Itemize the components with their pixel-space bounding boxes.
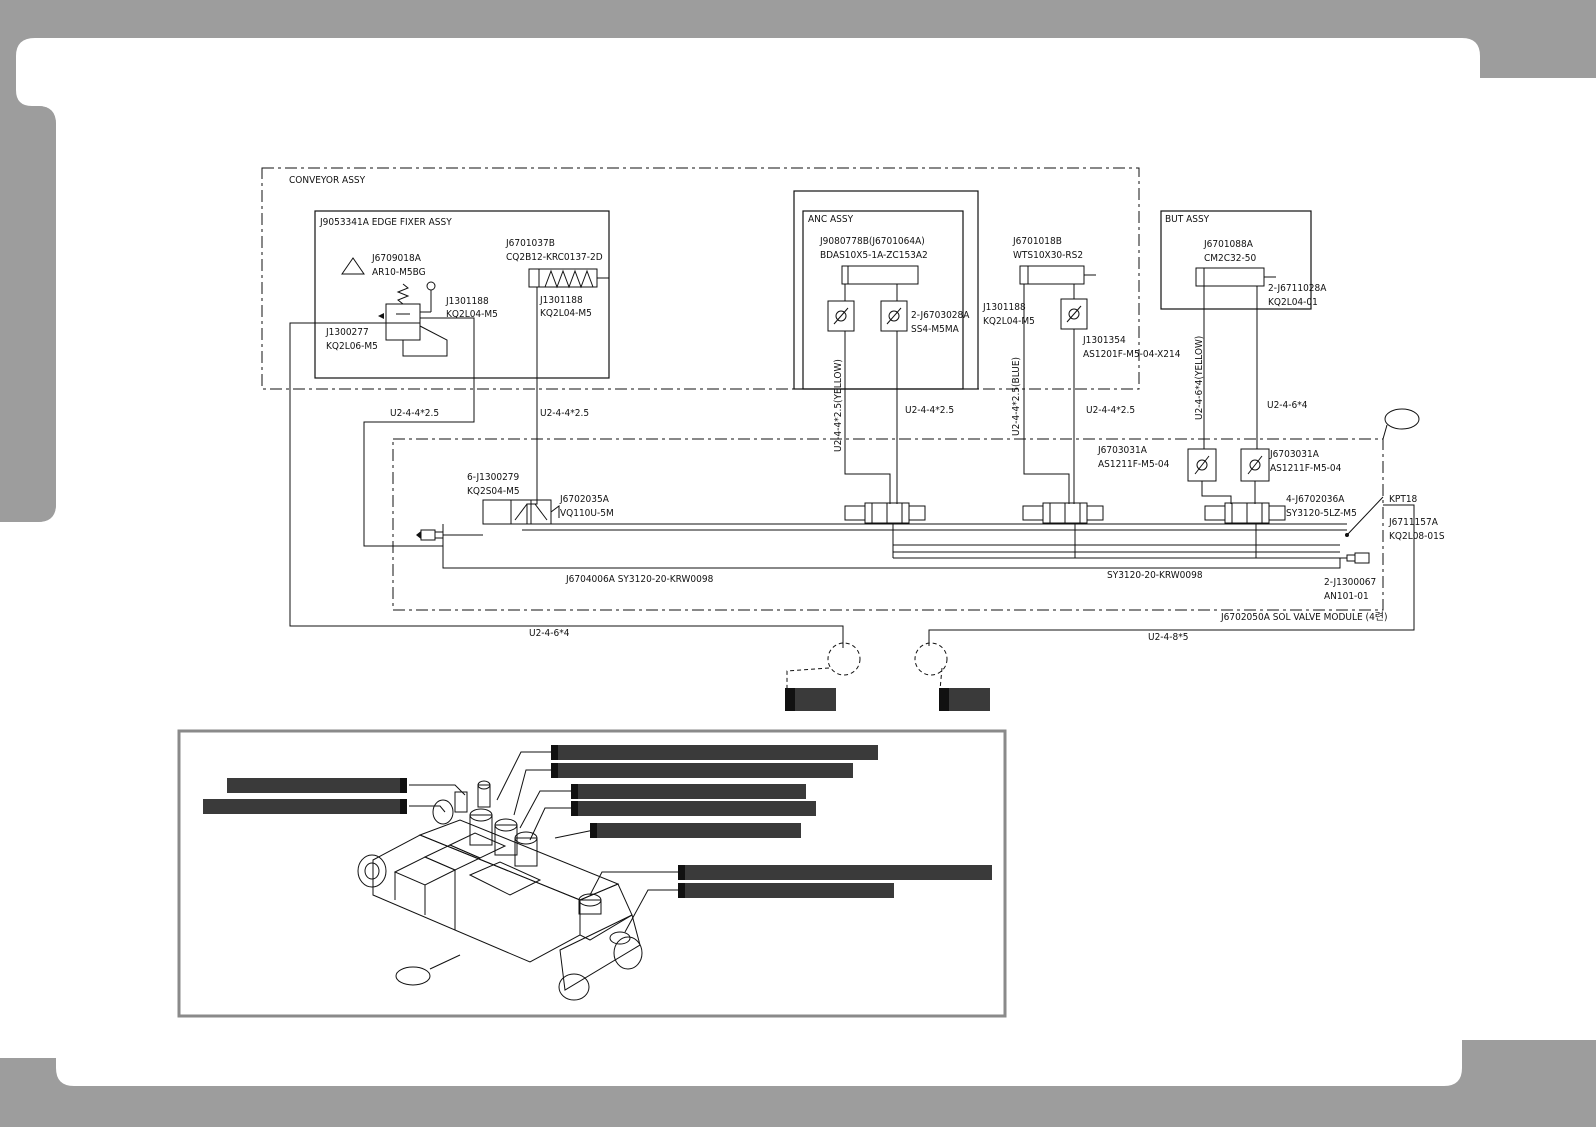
module-speed-controller-1-part-number: J6703031A — [1097, 445, 1148, 456]
regulator-part-number: J6709018A — [371, 253, 422, 264]
tube-label-4: U2-4-4*2.5 — [1086, 405, 1135, 416]
manifold-label-2: SY3120-20-KRW0098 — [1107, 570, 1203, 581]
sy-valve-part-number: 4-J6702036A — [1286, 494, 1345, 505]
valve-manifold-isometric-drawing — [357, 780, 643, 1001]
silencer-part-number: 2-J1300067 — [1324, 577, 1376, 588]
fitting-j1300277: J1300277 — [325, 327, 369, 338]
tube-label-2: U2-4-4*2.5 — [540, 408, 589, 419]
callout-bar-5 — [590, 823, 801, 838]
tube-label-7: U2-4-8*5 — [1148, 632, 1188, 643]
kq2l08-model: KQ2L08-01S — [1389, 531, 1445, 542]
as-j1301354-part-number: J1301354 — [1082, 335, 1126, 346]
fitting-kq2l04-c: KQ2L04-M5 — [983, 316, 1035, 327]
reference-bubble-top — [1384, 408, 1420, 430]
kq2l08-part-number: J6711157A — [1388, 517, 1439, 528]
paper-sheet — [0, 38, 1596, 1086]
sy-valve-symbol-2 — [1022, 502, 1104, 524]
tube-label-3: U2-4-4*2.5 — [905, 405, 954, 416]
regulator-model: AR10-M5BG — [372, 267, 426, 278]
warning-triangle-icon — [341, 257, 365, 275]
edge-fixer-label: J9053341A EDGE FIXER ASSY — [319, 217, 452, 228]
vq-valve-model: VQ110U-5M — [560, 508, 614, 519]
cylinder-1-model: CQ2B12-KRC0137-2D — [506, 252, 603, 263]
anc-cylinder-body — [841, 265, 919, 285]
tube-label-yellow-2: U2-4-6*4(YELLOW) — [1194, 336, 1205, 420]
regulator-spring — [396, 283, 410, 305]
reference-bubble-bottom — [395, 966, 431, 986]
but-assy-label: BUT ASSY — [1165, 214, 1210, 225]
callout-bar-4 — [571, 801, 816, 816]
connection-circle-right — [914, 642, 948, 676]
tube-label-1: U2-4-4*2.5 — [390, 408, 439, 419]
anc-assy-box — [802, 210, 964, 390]
tube-label-yellow-1: U2-4-4*2.5(YELLOW) — [833, 359, 844, 452]
left-tab — [0, 106, 56, 522]
fitting-j1301188-b: J1301188 — [539, 295, 583, 306]
fitting-kq2l04-b: KQ2L04-M5 — [540, 308, 592, 319]
kpt18-label: KPT18 — [1389, 494, 1418, 505]
fitting-kq2l06: KQ2L06-M5 — [326, 341, 378, 352]
but-cylinder-model: CM2C32-50 — [1204, 253, 1256, 264]
redacted-tag-left — [785, 688, 836, 711]
callout-bar-3 — [571, 784, 806, 799]
callout-bar-1 — [551, 745, 878, 760]
fitting-j1301188-c: J1301188 — [982, 302, 1026, 313]
silencer-left — [416, 529, 444, 541]
fitting-kq2l04-a: KQ2L04-M5 — [446, 309, 498, 320]
kq2s-fitting-model: KQ2S04-M5 — [467, 486, 520, 497]
wts-part-number: J6701018B — [1012, 236, 1062, 247]
tube-label-6: U2-4-6*4 — [529, 628, 570, 639]
connection-circle-left — [827, 642, 861, 676]
as-j1301354-model: AS1201F-M5-04-X214 — [1083, 349, 1181, 360]
manifold-label-1: J6704006A SY3120-20-KRW0098 — [565, 574, 714, 585]
tube-label-5: U2-4-6*4 — [1267, 400, 1308, 411]
kq2s-fitting-part-number: 6-J1300279 — [467, 472, 520, 483]
sol-valve-module-label: J6702050A SOL VALVE MODULE (4련) — [1220, 611, 1388, 623]
anc-speed-controller-1 — [827, 300, 855, 332]
redacted-tag-right — [939, 688, 990, 711]
but-cylinder-part-number: J6701088A — [1203, 239, 1254, 250]
but-assy-box — [1160, 210, 1312, 310]
anc-speed-controller-model: SS4-M5MA — [911, 324, 960, 335]
module-speed-controller-2-part-number: J6703031A — [1269, 449, 1320, 460]
silencer-model: AN101-01 — [1324, 591, 1369, 602]
isometric-view-panel — [177, 729, 1007, 1018]
tube-route-regulator — [289, 322, 844, 648]
callout-bar-6 — [678, 865, 992, 880]
edge-fixer-box — [314, 210, 610, 379]
anc-cylinder-model: BDAS10X5-1A-ZC153A2 — [820, 250, 928, 261]
fitting-j1301188-a: J1301188 — [445, 296, 489, 307]
but-fitting-part-number: 2-J6711028A — [1268, 283, 1327, 294]
cylinder-1-part-number: J6701037B — [505, 238, 555, 249]
vq-valve-symbol — [482, 499, 560, 525]
anc-speed-controller-2 — [880, 300, 908, 332]
sol-valve-module-boundary — [392, 438, 1384, 611]
module-speed-controller-1-model: AS1211F-M5-04 — [1098, 459, 1170, 470]
vq-valve-part-number: J6702035A — [559, 494, 610, 505]
callout-bar-7 — [678, 883, 894, 898]
anc-speed-controller-part-number: 2-J6703028A — [911, 310, 970, 321]
anc-assy-label: ANC ASSY — [808, 214, 854, 225]
callout-bar-8 — [227, 778, 407, 793]
anc-cylinder-part-number: J9080778B(J6701064A) — [819, 236, 925, 247]
callout-bar-2 — [551, 763, 853, 778]
but-fitting-model: KQ2L04-01 — [1268, 297, 1318, 308]
sy-valve-model: SY3120-5LZ-M5 — [1286, 508, 1357, 519]
sy-valve-symbol-1 — [844, 502, 926, 524]
tube-label-blue: U2-4-4*2.5(BLUE) — [1011, 357, 1022, 436]
callout-bar-9 — [203, 799, 407, 814]
wts-model: WTS10X30-RS2 — [1013, 250, 1083, 261]
sy-valve-symbol-3 — [1204, 502, 1286, 524]
conveyor-assy-label: CONVEYOR ASSY — [289, 175, 366, 186]
module-speed-controller-2-model: AS1211F-M5-04 — [1270, 463, 1342, 474]
conveyor-assy-boundary — [261, 167, 1140, 390]
